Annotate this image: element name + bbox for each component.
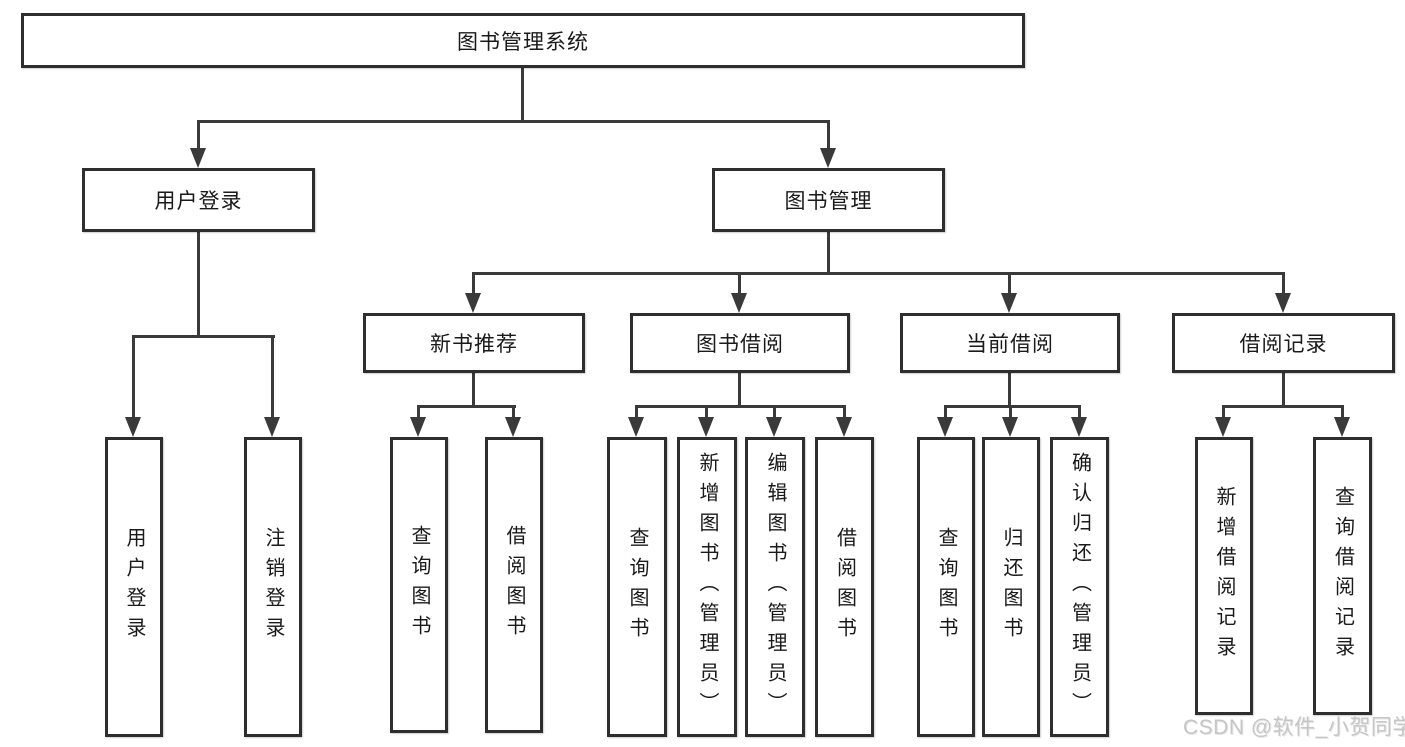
node-user-login: 用户登录 (82, 168, 315, 232)
arrow-down-icon (410, 417, 426, 437)
arrow-down-icon (1334, 417, 1350, 437)
leaf-label: 借阅图书 (503, 525, 525, 645)
watermark: CSDN @软件_小贺同学 (1183, 716, 1405, 739)
connector-line (521, 68, 524, 120)
connector-line (132, 335, 135, 417)
connector-line (773, 405, 776, 417)
arrow-down-icon (937, 417, 953, 437)
node-current-borrow: 当前借阅 (900, 313, 1120, 373)
node-label: 图书管理系统 (457, 30, 589, 54)
arrow-down-icon (1275, 293, 1291, 313)
connector-line (1282, 272, 1285, 293)
leaf-logout: 注销登录 (244, 437, 302, 737)
connector-line (635, 405, 846, 408)
leaf-edit-book-admin: 编辑图书（管理员） (745, 437, 805, 737)
leaf-label: 用户登录 (123, 527, 145, 647)
leaf-label: 借阅图书 (833, 527, 856, 647)
connector-line (472, 272, 475, 293)
leaf-return-book: 归还图书 (982, 437, 1040, 737)
connector-line (1008, 373, 1011, 405)
node-label: 图书借阅 (696, 333, 784, 356)
leaf-confirm-return-admin: 确认归还（管理员） (1050, 437, 1109, 737)
connector-line (944, 405, 1081, 408)
connector-line (271, 335, 274, 417)
leaf-label: 查询图书 (626, 527, 648, 647)
arrow-down-icon (731, 293, 747, 313)
leaf-label: 查询图书 (935, 527, 957, 647)
connector-line (944, 405, 947, 417)
connector-line (472, 373, 475, 405)
arrow-down-icon (628, 417, 644, 437)
node-label: 当前借阅 (966, 333, 1054, 356)
connector-line (738, 272, 741, 293)
leaf-add-borrow-record: 新增借阅记录 (1195, 437, 1253, 715)
connector-line (132, 335, 275, 338)
connector-line (417, 405, 420, 417)
arrow-down-icon (505, 417, 521, 437)
connector-line (417, 405, 516, 408)
arrow-down-icon (766, 417, 782, 437)
leaf-query-borrow-record: 查询借阅记录 (1313, 437, 1372, 715)
node-label: 新书推荐 (430, 333, 518, 356)
arrow-down-icon (1001, 293, 1017, 313)
connector-line (1282, 373, 1285, 405)
node-book-management: 图书管理 (712, 168, 945, 232)
leaf-borrow-book: 借阅图书 (815, 437, 874, 737)
leaf-label: 查询借阅记录 (1331, 486, 1354, 666)
connector-line (1008, 272, 1011, 293)
leaf-label: 新增图书（管理员） (696, 452, 718, 722)
arrow-down-icon (1002, 417, 1018, 437)
connector-line (512, 405, 515, 417)
connector-line (1341, 405, 1344, 417)
node-label: 用户登录 (154, 190, 243, 213)
node-label: 借阅记录 (1239, 333, 1328, 356)
node-new-book-recommend: 新书推荐 (363, 313, 585, 373)
connector-line (472, 272, 1285, 275)
arrow-down-icon (125, 417, 141, 437)
leaf-add-book-admin: 新增图书（管理员） (677, 437, 737, 737)
leaf-label: 编辑图书（管理员） (764, 452, 786, 722)
arrow-down-icon (1071, 417, 1087, 437)
leaf-query-book: 查询图书 (390, 437, 448, 733)
arrow-down-icon (264, 417, 280, 437)
leaf-label: 确认归还（管理员） (1068, 452, 1091, 722)
connector-line (197, 232, 200, 335)
node-library-system: 图书管理系统 (21, 13, 1025, 68)
leaf-query-book: 查询图书 (917, 437, 975, 737)
connector-line (738, 373, 741, 405)
leaf-label: 新增借阅记录 (1213, 486, 1235, 666)
leaf-borrow-book: 借阅图书 (485, 437, 543, 733)
connector-line (827, 232, 830, 272)
connector-line (1222, 405, 1344, 408)
connector-line (1078, 405, 1081, 417)
connector-line (1222, 405, 1225, 417)
node-borrow-records: 借阅记录 (1172, 313, 1395, 373)
leaf-label: 注销登录 (262, 527, 284, 647)
arrow-down-icon (820, 148, 836, 168)
connector-line (705, 405, 708, 417)
leaf-label: 归还图书 (1000, 527, 1022, 647)
node-book-borrow: 图书借阅 (630, 313, 850, 373)
leaf-query-book: 查询图书 (607, 437, 667, 737)
leaf-user-login: 用户登录 (105, 437, 163, 737)
arrow-down-icon (1215, 417, 1231, 437)
connector-line (1009, 405, 1012, 417)
connector-line (197, 120, 830, 123)
leaf-label: 查询图书 (408, 525, 430, 645)
connector-line (843, 405, 846, 417)
connector-line (827, 120, 830, 150)
connector-line (197, 120, 200, 150)
arrow-down-icon (698, 417, 714, 437)
arrow-down-icon (190, 148, 206, 168)
connector-line (635, 405, 638, 417)
arrow-down-icon (836, 417, 852, 437)
node-label: 图书管理 (784, 190, 873, 213)
arrow-down-icon (465, 293, 481, 313)
